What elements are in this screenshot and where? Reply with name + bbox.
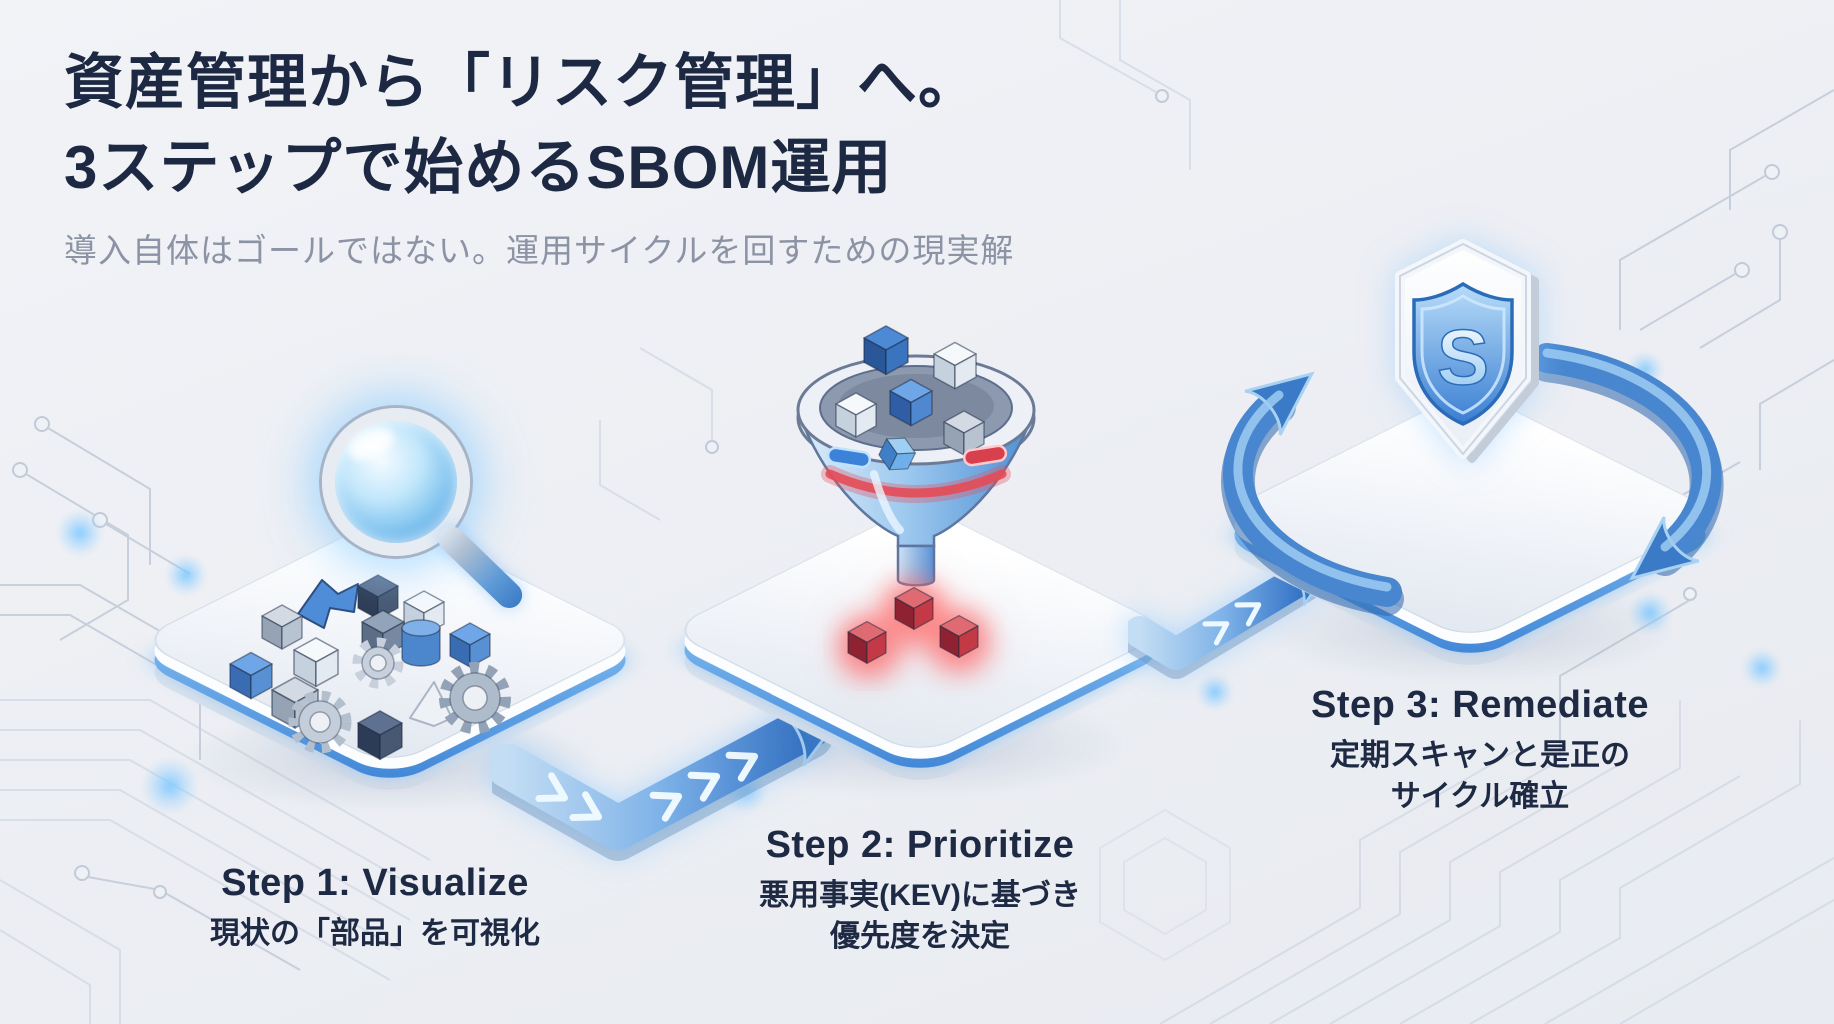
cycle-arc-right [1530,343,1724,581]
circuit-center [599,0,1231,962]
step-3-heading: Step 3: Remediate [1311,684,1649,726]
title-block: 資産管理から「リスク管理」へ。 3ステップで始めるSBOM運用 導入自体はゴール… [64,40,1014,272]
gear-icon [288,690,352,754]
funnel-highlight [870,470,904,534]
funnel-red-band [825,469,1007,498]
badge-outline [1399,243,1527,455]
software-components-icon [229,574,511,761]
arrow-chevrons [1202,602,1262,646]
cycle-arc-left [1221,371,1404,616]
component-cube [293,637,339,688]
funnel-blue-led [826,446,872,469]
funnel-filter-icon [796,325,1036,587]
shield-shape [1412,281,1514,426]
cycle-arrows-icon [1221,343,1724,616]
flow-arrow-2-icon [1128,556,1328,679]
page-title-line-1: 資産管理から「リスク管理」へ。 [64,49,979,116]
step-2-label: Step 2: Prioritize 悪用事実(KEV)に基づき 優先度を決定 [690,824,1150,958]
page-subtitle: 導入自体はゴールではない。運用サイクルを回すための現実解 [64,232,1015,270]
flow-arrow-1-icon [492,703,842,861]
step-1-heading: Step 1: Visualize [221,862,529,904]
shield-inner-line [1420,294,1506,415]
circuit-left [0,416,431,1024]
shield-s-icon: S [1395,239,1539,463]
component-cylinder [401,619,441,667]
component-cube [449,622,491,668]
glow-dot [1629,592,1671,634]
funnel-red-led [962,444,1008,467]
step-1-description: 現状の「部品」を可視化 [210,917,540,950]
arrow-chevrons [535,751,759,822]
component-cube [229,651,273,700]
step-3-description: 定期スキャンと是正の サイクル確立 [1330,739,1630,814]
step-3-label: Step 3: Remediate 定期スキャンと是正の サイクル確立 [1245,684,1715,818]
glow-dot [1743,649,1781,687]
component-cube [357,710,403,761]
glow-dot [142,758,198,814]
glow-dot [166,555,206,595]
step-2-heading: Step 2: Prioritize [765,824,1075,866]
glow-dot [1197,674,1233,710]
shield-letter: S [1437,313,1489,401]
component-cube [261,604,303,650]
step-2-description: 悪用事実(KEV)に基づき 優先度を決定 [759,879,1081,954]
gear-icon [352,637,404,689]
gear-icon [439,662,511,734]
magnifier-lens [322,408,470,556]
arrow-shape [297,579,359,629]
step-1-label: Step 1: Visualize 現状の「部品」を可視化 [140,862,610,954]
page-title-line-2: 3ステップで始めるSBOM運用 [64,134,893,202]
high-risk-cubes-icon [839,582,989,678]
glow-dot [57,510,103,556]
